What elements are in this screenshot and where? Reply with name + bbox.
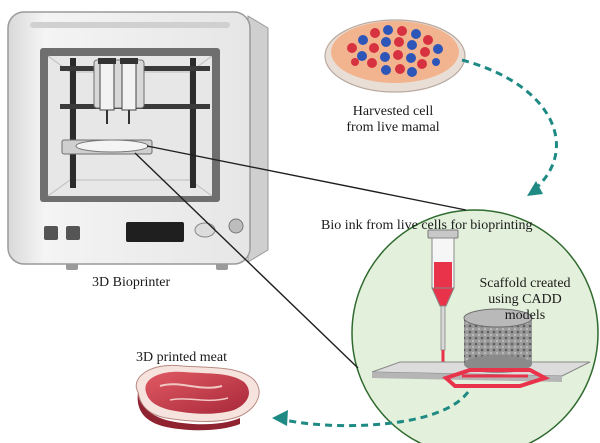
steak-illustration — [135, 364, 260, 431]
scaffold-label-line3: models — [504, 308, 546, 323]
petri-dish-illustration — [324, 19, 466, 93]
connector-lines — [134, 145, 467, 369]
scaffold-label-line2: using CADD — [488, 292, 562, 307]
bioprinter-illustration — [7, 11, 269, 270]
flow-arrow-to-meat — [272, 391, 470, 428]
printed-meat-label: 3D printed meat — [136, 350, 227, 365]
bioprinter-label: 3D Bioprinter — [92, 275, 171, 290]
flow-arrow-dish-to-bioink — [461, 58, 558, 196]
scaffold-cylinder-illustration — [442, 308, 551, 388]
scaffold-label-line1: Scaffold created — [479, 276, 571, 291]
harvested-cell-label: Harvested cell from live mamal — [333, 104, 453, 136]
bioink-label: Bio ink from live cells for bioprinting — [321, 218, 533, 233]
harvested-cell-label-line1: Harvested cell — [352, 104, 434, 119]
scaffold-label: Scaffold created using CADD models — [470, 276, 580, 324]
harvested-cell-label-line2: from live mamal — [346, 120, 440, 135]
